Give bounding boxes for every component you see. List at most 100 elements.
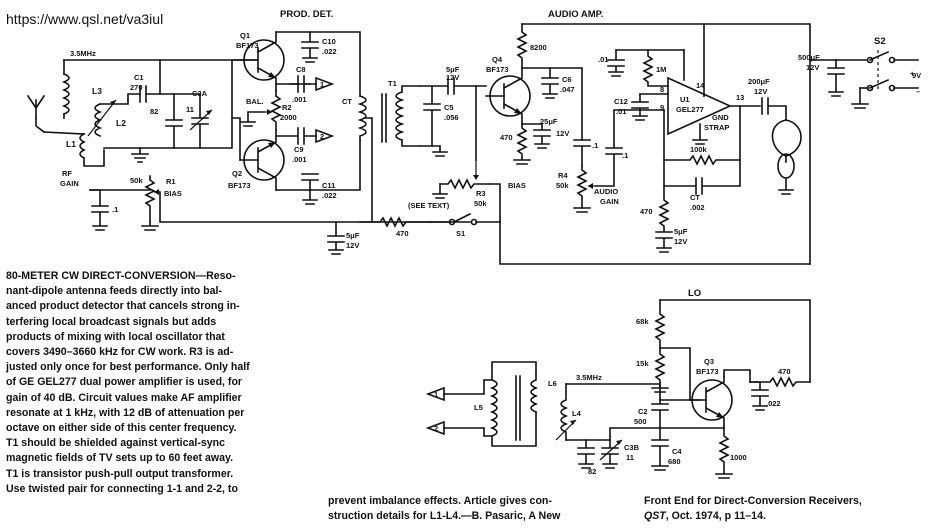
caption-line: terfering local broadcast signals but ad… bbox=[6, 315, 217, 328]
coil-L1 bbox=[79, 132, 86, 160]
r470-bot-label: 470 bbox=[396, 229, 409, 238]
bias-label: BIAS bbox=[164, 189, 182, 198]
coil-L2 bbox=[87, 99, 117, 138]
C9-value: .001 bbox=[292, 155, 307, 164]
rf-gain-label: RF bbox=[62, 169, 72, 178]
c200uf-label: 200μF bbox=[748, 77, 770, 86]
S1-switch[interactable] bbox=[429, 212, 478, 226]
CT2-value: .002 bbox=[690, 203, 705, 212]
bias2-label: BIAS bbox=[508, 181, 526, 190]
C11-value: .022 bbox=[322, 191, 337, 200]
prod-det-title: PROD. DET. bbox=[280, 9, 333, 20]
see-text-label: (SEE TEXT) bbox=[408, 201, 450, 210]
Q4-label: Q4 bbox=[492, 55, 503, 64]
C12-label: C12 bbox=[614, 97, 628, 106]
headphone-icon bbox=[771, 119, 802, 195]
minus-9v-label: – bbox=[916, 87, 920, 96]
C5-label: C5 bbox=[444, 103, 454, 112]
C1-value: 270 bbox=[130, 83, 143, 92]
caption-line: gain of 40 dB. Circuit values make AF am… bbox=[6, 391, 242, 404]
Q3-type: BF173 bbox=[696, 367, 719, 376]
caption-line: Front End for Direct-Conversion Receiver… bbox=[644, 495, 862, 507]
lo-title: LO bbox=[688, 288, 701, 299]
C4-value: 680 bbox=[668, 457, 681, 466]
C1-label: C1 bbox=[134, 73, 144, 82]
C2-label: C2 bbox=[638, 407, 648, 416]
source-url: https://www.qsl.net/va3iul bbox=[6, 11, 163, 27]
r8200-label: 8200 bbox=[530, 43, 547, 52]
R2-label: R2 bbox=[282, 103, 292, 112]
r15k-label: 15k bbox=[636, 359, 649, 368]
L6-label: L6 bbox=[548, 379, 557, 388]
c5uf-u1-label: 5μF bbox=[674, 227, 688, 236]
R4-value: 50k bbox=[556, 181, 569, 190]
C9-label: C9 bbox=[294, 145, 304, 154]
U1-amplifier bbox=[667, 76, 732, 136]
S2-switch[interactable] bbox=[835, 50, 919, 92]
Q4-transistor bbox=[485, 67, 531, 125]
coil-L4 bbox=[555, 383, 577, 441]
R4-label: R4 bbox=[558, 171, 568, 180]
U1-type: GEL277 bbox=[676, 105, 704, 114]
C8-label: C8 bbox=[296, 65, 306, 74]
C3B-label: C3B bbox=[624, 443, 640, 452]
gnd-strap-label: GND bbox=[712, 113, 729, 122]
C12-value: .01 bbox=[616, 107, 626, 116]
caption-line: covers 3490–3660 kHz for CW work. R3 is … bbox=[6, 346, 234, 359]
R3-resistor bbox=[439, 160, 491, 190]
C6-value: .047 bbox=[560, 85, 575, 94]
caption-line: anced product detector that cancels stro… bbox=[6, 300, 240, 313]
gnd-strap-label2: STRAP bbox=[704, 123, 729, 132]
Q2-label: Q2 bbox=[232, 169, 242, 178]
C5-value: .056 bbox=[444, 113, 459, 122]
T1-label: T1 bbox=[388, 79, 397, 88]
C11-label: C11 bbox=[322, 181, 335, 190]
caption-line: struction details for L1-L4.—B. Pasaric,… bbox=[328, 510, 561, 523]
caption-reference: Front End for Direct-Conversion Receiver… bbox=[644, 494, 942, 524]
plus-9v-label: + bbox=[910, 69, 915, 78]
c5uf-bot-label: 5μF bbox=[346, 231, 360, 240]
Q3-label: Q3 bbox=[704, 357, 714, 366]
pin8-label: 8 bbox=[660, 85, 664, 94]
r470-lo-label: 470 bbox=[778, 367, 791, 376]
coil-L6 bbox=[530, 373, 539, 414]
C6-label: C6 bbox=[562, 75, 572, 84]
r470-q4-label: 470 bbox=[500, 133, 513, 142]
caption-line: T1 should be shielded against vertical-s… bbox=[6, 437, 226, 450]
r1000-label: 1000 bbox=[730, 453, 747, 462]
R3-value: 50k bbox=[474, 199, 487, 208]
pin13-label: 13 bbox=[736, 93, 744, 102]
Q3-transistor bbox=[689, 375, 733, 427]
C3B-value: 11 bbox=[626, 453, 634, 462]
num1b-label: 1 bbox=[434, 390, 438, 399]
S1-label: S1 bbox=[456, 229, 465, 238]
caption-line: 80-METER CW DIRECT-CONVERSION—Reso- bbox=[6, 270, 236, 282]
audio-gain-label2: GAIN bbox=[600, 197, 619, 206]
connector-1-icon bbox=[315, 76, 335, 92]
caption-main: 80-METER CW DIRECT-CONVERSION—Reso- nant… bbox=[6, 269, 306, 497]
pin9-label: 9 bbox=[660, 103, 664, 112]
caption-line: QST, Oct. 1974, p 11–14. bbox=[644, 509, 942, 524]
c5uf-bot-volt: 12V bbox=[346, 241, 359, 250]
freq-lo-label: 3.5MHz bbox=[576, 373, 602, 382]
r68k-label: 68k bbox=[636, 317, 649, 326]
C3A-value: 11 bbox=[186, 105, 194, 114]
c25uf-volt: 12V bbox=[556, 129, 569, 138]
caption-line: prevent imbalance effects. Article gives… bbox=[328, 495, 552, 507]
C8-value: .001 bbox=[292, 95, 307, 104]
freq-top-label: 3.5MHz bbox=[70, 49, 96, 58]
C4-label: C4 bbox=[672, 447, 682, 456]
c82-lo-label: 82 bbox=[588, 467, 596, 476]
r50k-top-label: 50k bbox=[130, 176, 143, 185]
L4-label: L4 bbox=[572, 409, 582, 418]
coil-L3 bbox=[61, 59, 70, 119]
c-dot1a-label: .1 bbox=[592, 141, 598, 150]
CT-label: CT bbox=[342, 97, 352, 106]
S2-label: S2 bbox=[874, 36, 886, 47]
c-point1-label: .1 bbox=[112, 205, 118, 214]
rf-gain-label2: GAIN bbox=[60, 179, 79, 188]
C3A-label: C3A bbox=[192, 89, 208, 98]
c500uf-volt: 12V bbox=[806, 63, 819, 72]
audio-gain-label: AUDIO bbox=[594, 187, 618, 196]
